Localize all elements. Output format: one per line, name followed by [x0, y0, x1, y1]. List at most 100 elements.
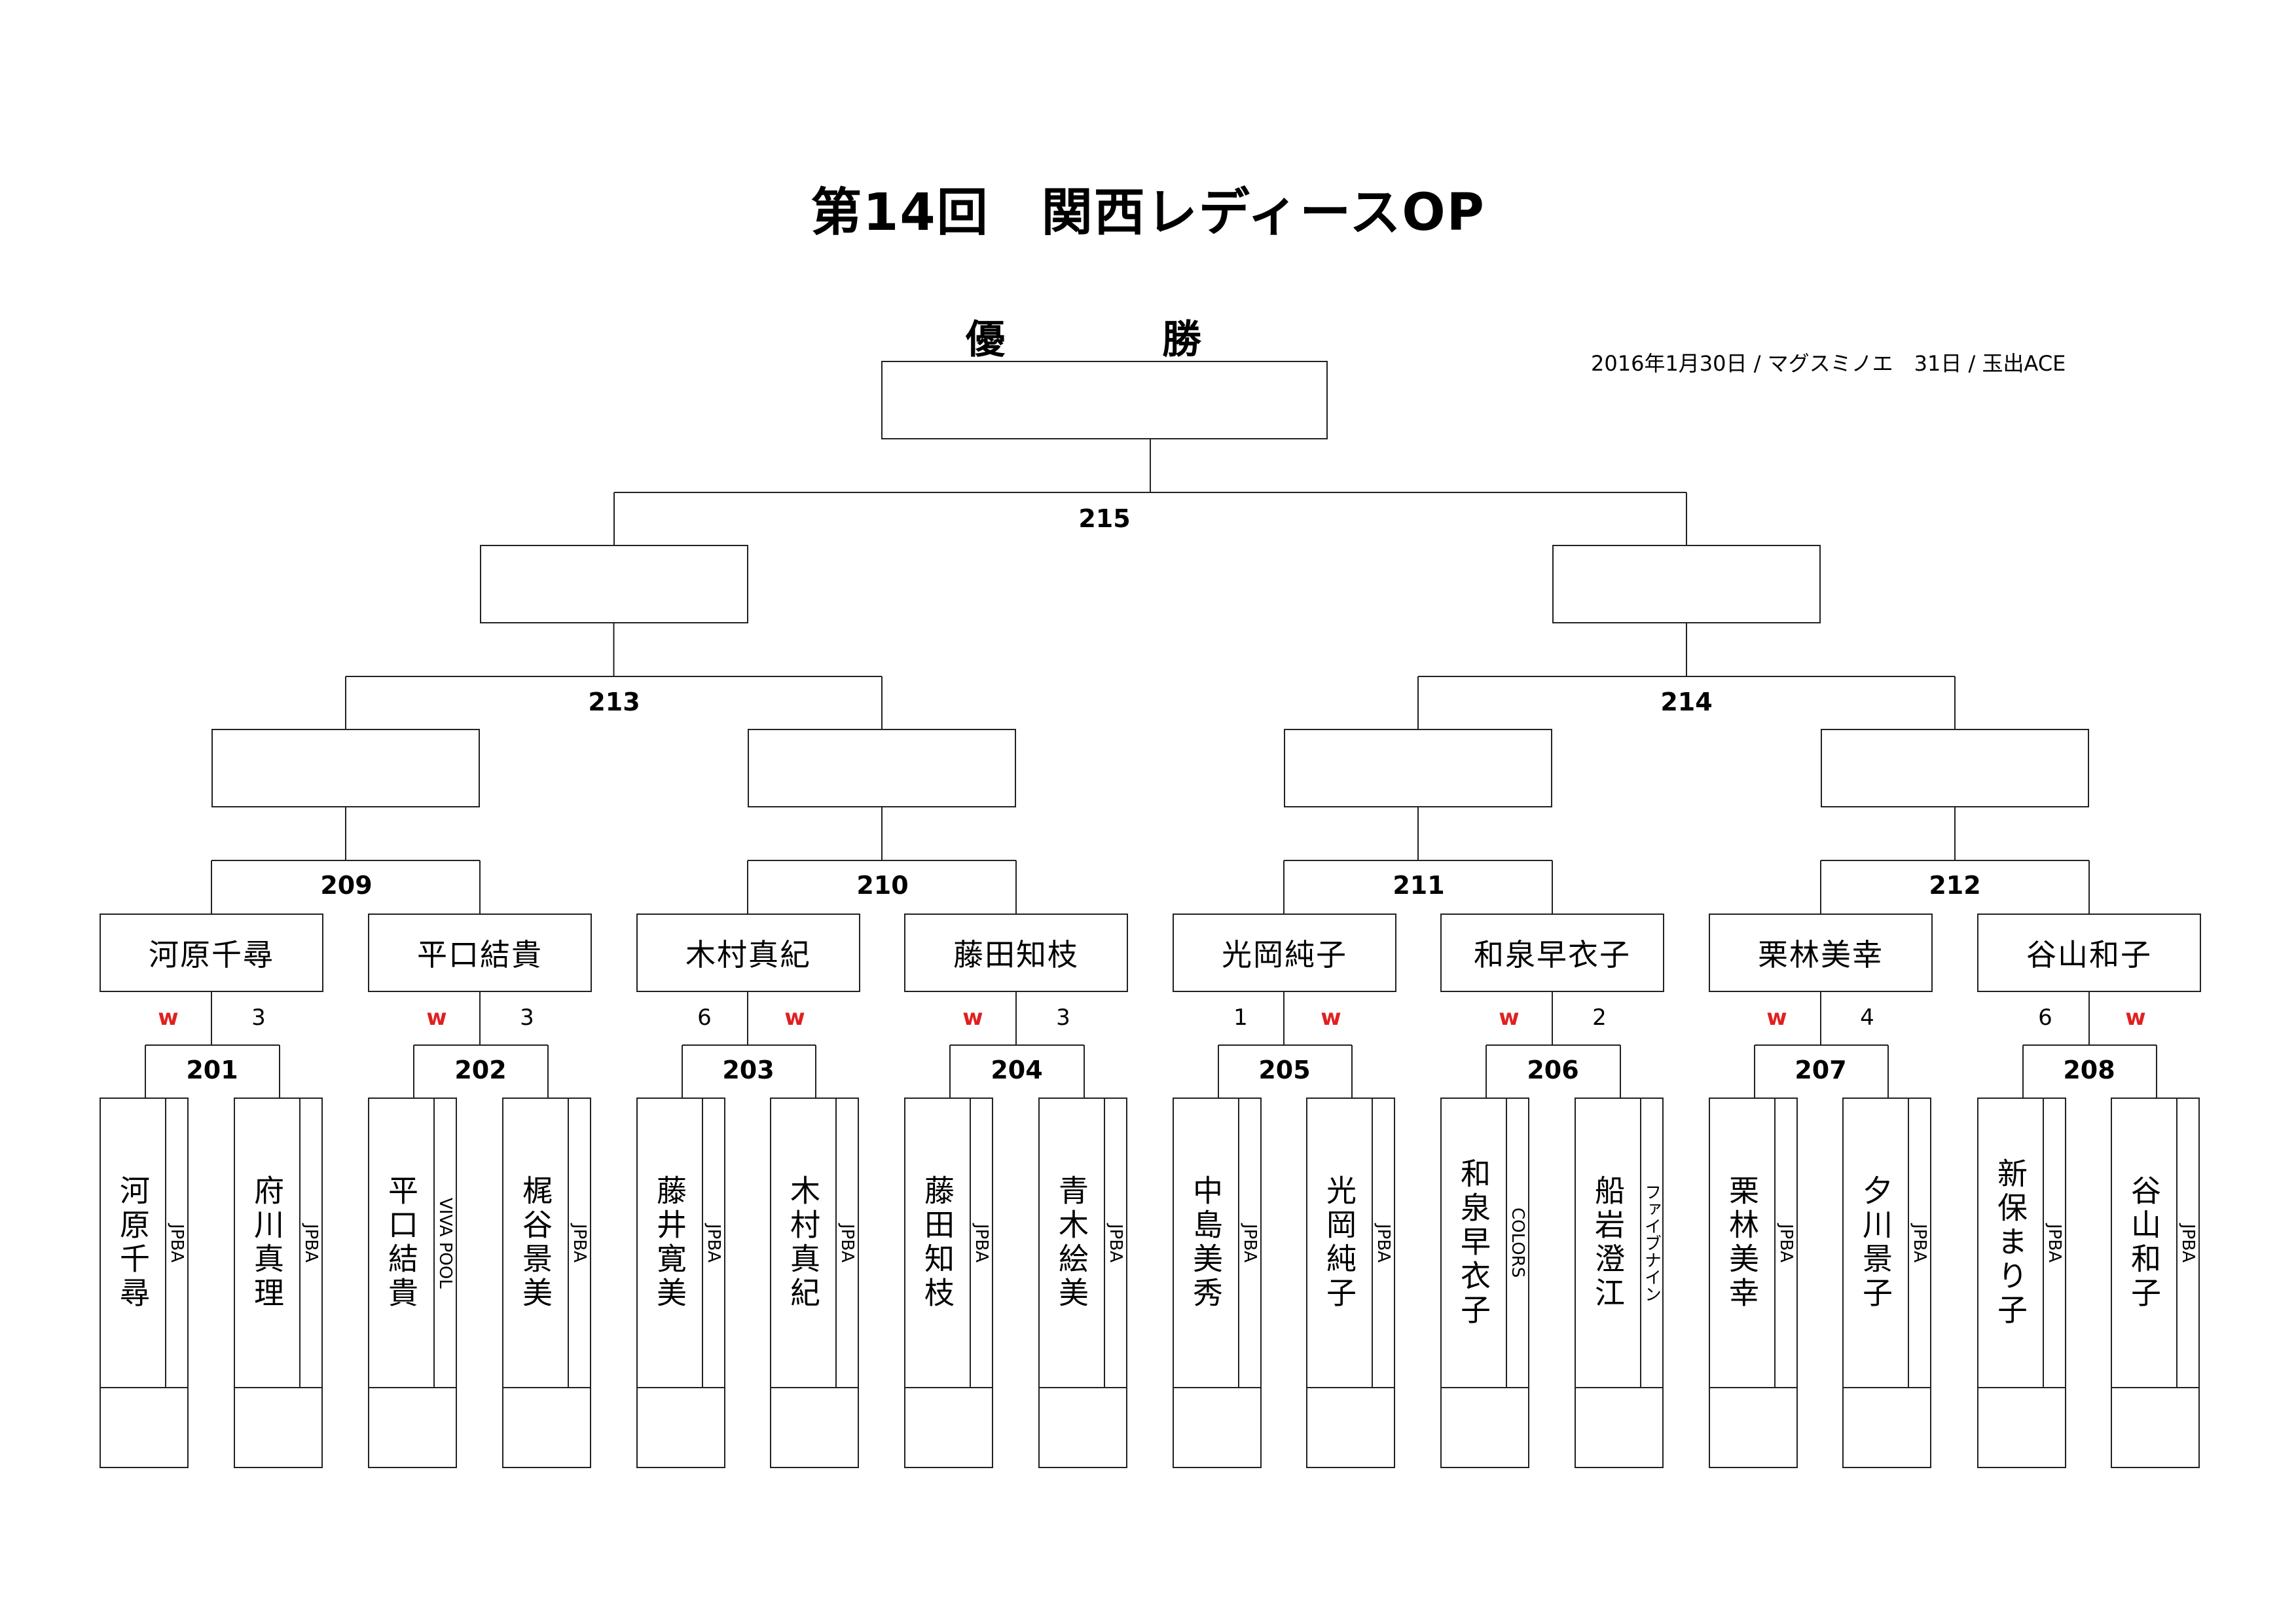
- match-number-210: 210: [856, 871, 909, 900]
- player-affiliation: JPBA: [1106, 1223, 1125, 1263]
- player-result-box: [369, 1387, 456, 1468]
- score-208-left: 6: [2038, 1005, 2052, 1031]
- score-207-left: w: [1766, 1005, 1787, 1031]
- quarter-winner-box-2: [748, 729, 1016, 807]
- player-card: 和泉早衣子 COLORS: [1440, 1098, 1529, 1468]
- player-name: 栗林美幸: [1710, 1099, 1776, 1387]
- player-card: 梶谷景美 JPBA: [502, 1098, 591, 1468]
- player-result-box: [771, 1387, 858, 1468]
- match-number-203: 203: [722, 1056, 774, 1084]
- score-204-left: w: [962, 1005, 983, 1031]
- player-affiliation: JPBA: [1910, 1223, 1929, 1263]
- player-name: 青木絵美: [1040, 1099, 1105, 1387]
- score-202-left: w: [426, 1005, 447, 1031]
- round2-player-2: 平口結貴: [368, 913, 592, 992]
- player-card: 中島美秀 JPBA: [1173, 1098, 1262, 1468]
- player-name: 藤田知枝: [905, 1099, 971, 1387]
- match-number-206: 206: [1527, 1056, 1579, 1084]
- score-202-right: 3: [520, 1005, 534, 1031]
- page-title: 第14回 関西レディースOP: [811, 183, 1485, 242]
- round2-player-3: 木村真紀: [636, 913, 860, 992]
- player-affiliation: JPBA: [167, 1223, 187, 1263]
- round2-player-8: 谷山和子: [1977, 913, 2201, 992]
- score-207-right: 4: [1860, 1005, 1874, 1031]
- player-result-box: [1978, 1387, 2065, 1468]
- player-affiliation: JPBA: [1374, 1223, 1393, 1263]
- player-result-box: [1442, 1387, 1528, 1468]
- player-affiliation: JPBA: [301, 1223, 321, 1263]
- match-number-semifinal-left: 213: [588, 688, 640, 716]
- player-affiliation: COLORS: [1508, 1208, 1527, 1278]
- player-name: 府川真理: [235, 1099, 301, 1387]
- player-name: 藤井寛美: [638, 1099, 703, 1387]
- quarter-winner-box-1: [211, 729, 480, 807]
- semifinal-winner-box-right: [1552, 545, 1821, 623]
- player-card: 藤田知枝 JPBA: [904, 1098, 993, 1468]
- match-number-212: 212: [1929, 871, 1981, 900]
- player-result-box: [2112, 1387, 2198, 1468]
- round2-player-4: 藤田知枝: [904, 913, 1128, 992]
- player-affiliation: JPBA: [972, 1223, 991, 1263]
- player-name: 船岩澄江: [1576, 1099, 1641, 1387]
- player-result-box: [235, 1387, 321, 1468]
- player-affiliation: JPBA: [2045, 1223, 2064, 1263]
- player-result-box: [1307, 1387, 1394, 1468]
- venue-info: 2016年1月30日 / マグスミノエ 31日 / 玉出ACE: [1591, 351, 2066, 376]
- player-card: 船岩澄江 ファイブナイン: [1575, 1098, 1664, 1468]
- player-name: 平口結貴: [369, 1099, 435, 1387]
- player-result-box: [101, 1387, 187, 1468]
- player-name: 木村真紀: [771, 1099, 837, 1387]
- player-result-box: [1040, 1387, 1126, 1468]
- match-number-201: 201: [186, 1056, 238, 1084]
- player-card: 青木絵美 JPBA: [1038, 1098, 1127, 1468]
- player-affiliation: JPBA: [837, 1223, 857, 1263]
- player-affiliation: VIVA POOL: [435, 1197, 455, 1289]
- player-card: 平口結貴 VIVA POOL: [368, 1098, 457, 1468]
- match-number-205: 205: [1258, 1056, 1311, 1084]
- player-card: 夕川景子 JPBA: [1842, 1098, 1931, 1468]
- player-result-box: [1710, 1387, 1796, 1468]
- player-result-box: [1174, 1387, 1260, 1468]
- score-208-right: w: [2125, 1005, 2146, 1031]
- match-number-204: 204: [991, 1056, 1043, 1084]
- player-name: 梶谷景美: [503, 1099, 569, 1387]
- player-name: 新保まり子: [1978, 1099, 2044, 1387]
- player-result-box: [638, 1387, 724, 1468]
- player-card: 藤井寛美 JPBA: [636, 1098, 725, 1468]
- player-affiliation: JPBA: [2178, 1223, 2198, 1263]
- player-name: 中島美秀: [1174, 1099, 1239, 1387]
- player-card: 光岡純子 JPBA: [1306, 1098, 1395, 1468]
- champion-box: [881, 361, 1328, 439]
- score-204-right: 3: [1056, 1005, 1070, 1031]
- match-number-semifinal-right: 214: [1660, 688, 1713, 716]
- player-affiliation: JPBA: [570, 1223, 589, 1263]
- player-name: 河原千尋: [101, 1099, 166, 1387]
- quarter-winner-box-4: [1821, 729, 2089, 807]
- player-card: 栗林美幸 JPBA: [1709, 1098, 1798, 1468]
- player-result-box: [905, 1387, 992, 1468]
- score-203-right: w: [784, 1005, 805, 1031]
- player-name: 夕川景子: [1844, 1099, 1909, 1387]
- player-result-box: [1844, 1387, 1930, 1468]
- round2-player-6: 和泉早衣子: [1440, 913, 1664, 992]
- match-number-211: 211: [1393, 871, 1445, 900]
- player-card: 河原千尋 JPBA: [100, 1098, 189, 1468]
- player-card: 木村真紀 JPBA: [770, 1098, 859, 1468]
- champion-label: 優 勝: [966, 317, 1260, 363]
- score-206-left: w: [1499, 1005, 1520, 1031]
- player-name: 光岡純子: [1307, 1099, 1373, 1387]
- player-name: 谷山和子: [2112, 1099, 2178, 1387]
- quarter-winner-box-3: [1284, 729, 1552, 807]
- player-card: 谷山和子 JPBA: [2111, 1098, 2200, 1468]
- player-name: 和泉早衣子: [1442, 1099, 1507, 1387]
- round2-player-7: 栗林美幸: [1709, 913, 1933, 992]
- round2-player-5: 光岡純子: [1173, 913, 1396, 992]
- score-205-right: w: [1321, 1005, 1341, 1031]
- match-number-208: 208: [2063, 1056, 2115, 1084]
- score-205-left: 1: [1233, 1005, 1248, 1031]
- match-number-202: 202: [454, 1056, 507, 1084]
- score-201-right: 3: [251, 1005, 266, 1031]
- player-affiliation: ファイブナイン: [1641, 1183, 1662, 1302]
- round2-player-1: 河原千尋: [100, 913, 323, 992]
